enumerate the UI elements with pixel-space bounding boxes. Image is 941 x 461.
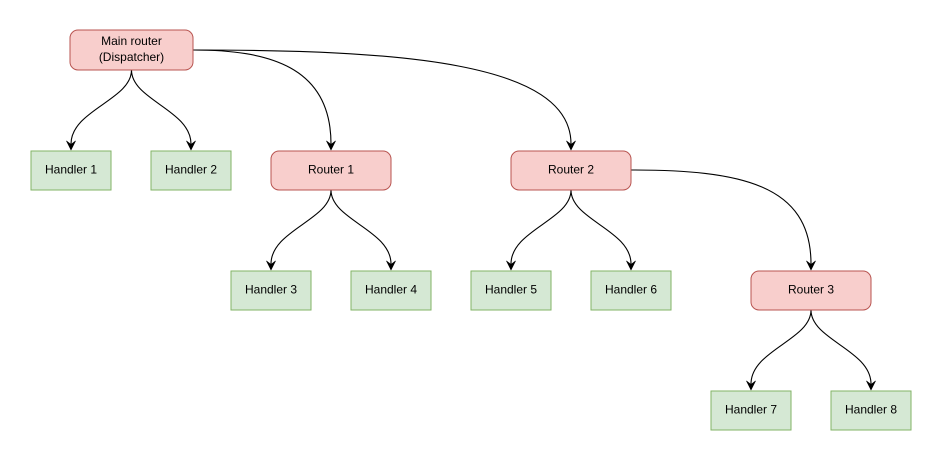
arrowhead-router-1 — [326, 140, 336, 151]
arrowhead-handler-1 — [66, 140, 76, 151]
edge-main-router-to-router-2 — [192, 49, 572, 145]
edge-router-1-to-handler-4 — [330, 189, 392, 265]
node-box-router-2[interactable] — [510, 150, 632, 191]
edge-router-3-to-handler-8 — [810, 309, 872, 385]
node-handler-3[interactable]: Handler 3 — [230, 270, 312, 311]
node-handler-6[interactable]: Handler 6 — [590, 270, 672, 311]
arrowhead-handler-7 — [746, 380, 756, 391]
edge-main-router-to-router-1 — [192, 49, 332, 145]
edge-router-3-to-handler-7 — [750, 309, 812, 385]
arrowhead-router-2 — [566, 140, 576, 151]
node-handler-2[interactable]: Handler 2 — [150, 150, 232, 191]
edge-main-router-to-handler-1 — [70, 69, 133, 145]
edge-router-2-to-handler-6 — [570, 189, 632, 265]
node-router-1[interactable]: Router 1 — [270, 150, 392, 191]
node-main-router[interactable]: Main router(Dispatcher) — [69, 29, 194, 71]
node-handler-1[interactable]: Handler 1 — [30, 150, 112, 191]
nodes-layer: Main router(Dispatcher) Handler 1 Handler … — [30, 29, 912, 431]
edges-layer — [70, 49, 872, 385]
arrowhead-handler-3 — [266, 260, 276, 271]
edge-router-1-to-handler-3 — [270, 189, 332, 265]
node-handler-8[interactable]: Handler 8 — [830, 390, 912, 431]
node-box-handler-4[interactable] — [350, 270, 432, 311]
node-box-handler-7[interactable] — [710, 390, 792, 431]
node-box-handler-6[interactable] — [590, 270, 672, 311]
arrowhead-handler-4 — [386, 260, 396, 271]
node-handler-5[interactable]: Handler 5 — [470, 270, 552, 311]
arrowhead-handler-6 — [626, 260, 636, 271]
node-box-handler-2[interactable] — [150, 150, 232, 191]
arrowhead-handler-2 — [186, 140, 196, 151]
node-router-2[interactable]: Router 2 — [510, 150, 632, 191]
edge-main-router-to-handler-2 — [130, 69, 192, 145]
arrowhead-handler-5 — [506, 260, 516, 271]
arrowhead-handler-8 — [866, 380, 876, 391]
node-box-router-1[interactable] — [270, 150, 392, 191]
node-box-handler-1[interactable] — [30, 150, 112, 191]
node-box-handler-8[interactable] — [830, 390, 912, 431]
edge-router-2-to-router-3 — [630, 169, 812, 265]
node-box-handler-3[interactable] — [230, 270, 312, 311]
arrowhead-router-3 — [806, 260, 816, 271]
arrowheads-layer — [66, 140, 876, 391]
node-handler-4[interactable]: Handler 4 — [350, 270, 432, 311]
node-box-main-router[interactable] — [69, 29, 194, 71]
edge-router-2-to-handler-5 — [510, 189, 572, 265]
node-router-3[interactable]: Router 3 — [750, 270, 872, 311]
node-box-handler-5[interactable] — [470, 270, 552, 311]
node-box-router-3[interactable] — [750, 270, 872, 311]
node-handler-7[interactable]: Handler 7 — [710, 390, 792, 431]
